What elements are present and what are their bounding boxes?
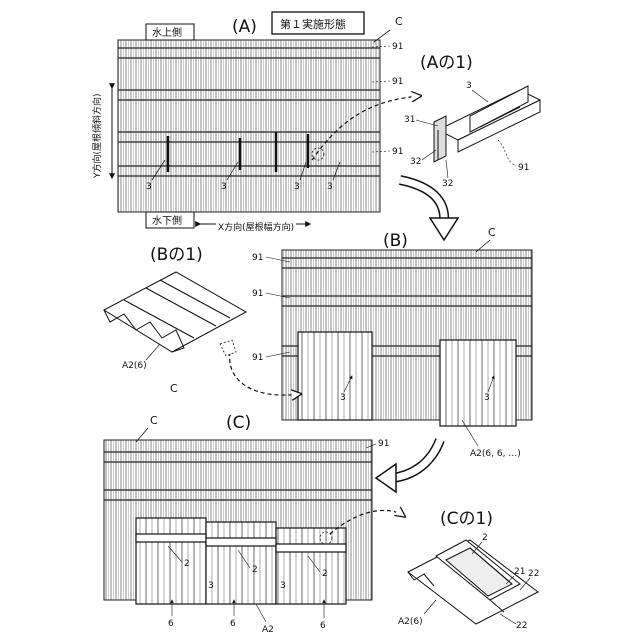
panel-c-roof-panel-1 — [136, 518, 206, 604]
svg-text:91: 91 — [392, 77, 403, 87]
panel-c-ref-a2: A2 — [262, 625, 274, 635]
a1-ref-3: 3 — [466, 81, 472, 91]
c1-ref-2: 2 — [482, 533, 488, 543]
panel-c: (C) C 91 2 2 2 3 3 6 6 6 A2 — [104, 413, 404, 635]
eave-side-label: 水下側 — [152, 214, 182, 227]
panel-a: (A) 第１実施形態 水上側 水下側 C 91 91 91 3 3 3 3 Y — [91, 12, 420, 233]
panel-b-ref-91a: 91 — [252, 253, 263, 263]
panel-b-ref-3a: 3 — [340, 393, 346, 403]
panel-a-c-label: C — [395, 15, 403, 28]
svg-text:91: 91 — [392, 42, 403, 52]
panel-c-label: (C) — [226, 413, 251, 433]
a1-ref-31: 31 — [404, 115, 415, 125]
panel-c-ref-91: 91 — [378, 439, 389, 449]
panel-b-ref-91b: 91 — [252, 289, 263, 299]
panel-b-label: (B) — [383, 231, 408, 251]
panel-b1-c-label: C — [170, 382, 178, 395]
a1-ref-32a: 32 — [410, 157, 421, 167]
c1-panel-ref: A2(6) — [398, 617, 423, 627]
y-axis-label: Y方向(屋根傾斜方向) — [91, 93, 103, 179]
a1-ref-91: 91 — [518, 163, 529, 173]
roof-panel-detail — [104, 272, 246, 352]
a1-ref-32b: 32 — [442, 179, 453, 189]
panel-c-ref-6c: 6 — [320, 621, 326, 631]
x-axis-label: X方向(屋根幅方向) — [218, 221, 294, 233]
panel-c-ref-3a: 3 — [208, 581, 214, 591]
panel-c-ref-2b: 2 — [252, 565, 258, 575]
panel-b: (B) C 91 91 91 3 3 A2(6, 6, …) — [252, 226, 532, 459]
panel-a-label: (A) — [232, 17, 257, 37]
svg-text:3: 3 — [146, 182, 152, 192]
panel-b-roof-panel-1 — [298, 332, 372, 420]
panel-c-c-label: C — [150, 414, 158, 427]
c1-ref-22a: 22 — [528, 569, 539, 579]
panel-c-ref-2c: 2 — [322, 569, 328, 579]
panel-c1: (Cの1) 2 21 22 22 A2(6) — [398, 509, 539, 631]
svg-text:3: 3 — [294, 182, 300, 192]
bracket-detail — [434, 86, 540, 162]
ridge-side-label: 水上側 — [152, 26, 182, 39]
panel-b-ref-91c: 91 — [252, 353, 263, 363]
panel-c-ref-3b: 3 — [280, 581, 286, 591]
panel-c-ref-6b: 6 — [230, 619, 236, 629]
panel-a-roof — [118, 40, 380, 212]
panel-c-ref-2a: 2 — [184, 559, 190, 569]
c1-ref-21: 21 — [514, 567, 525, 577]
panel-c-roof-panel-3 — [276, 528, 346, 604]
panel-a1-label: (Aの1) — [420, 53, 473, 73]
panel-b-ref-3b: 3 — [484, 393, 490, 403]
panel-c-roof-panel-2 — [206, 522, 276, 604]
panel-b-roof-panel-2 — [440, 340, 516, 426]
panel-b1: (Bの1) A2(6) C — [104, 245, 300, 395]
panel-b-panel-ref: A2(6, 6, …) — [470, 449, 521, 459]
svg-text:3: 3 — [327, 182, 333, 192]
panel-b1-panel-ref: A2(6) — [122, 361, 147, 371]
title-text: 第１実施形態 — [280, 17, 346, 31]
panel-a1: (Aの1) 3 31 32 32 91 — [404, 53, 540, 189]
svg-text:3: 3 — [221, 182, 227, 192]
c1-ref-22b: 22 — [516, 621, 527, 631]
svg-text:91: 91 — [392, 147, 403, 157]
panel-c-ref-6a: 6 — [168, 619, 174, 629]
panel-b-c-label: C — [488, 226, 496, 239]
panel-b1-label: (Bの1) — [150, 245, 203, 265]
panel-c1-label: (Cの1) — [440, 509, 493, 529]
